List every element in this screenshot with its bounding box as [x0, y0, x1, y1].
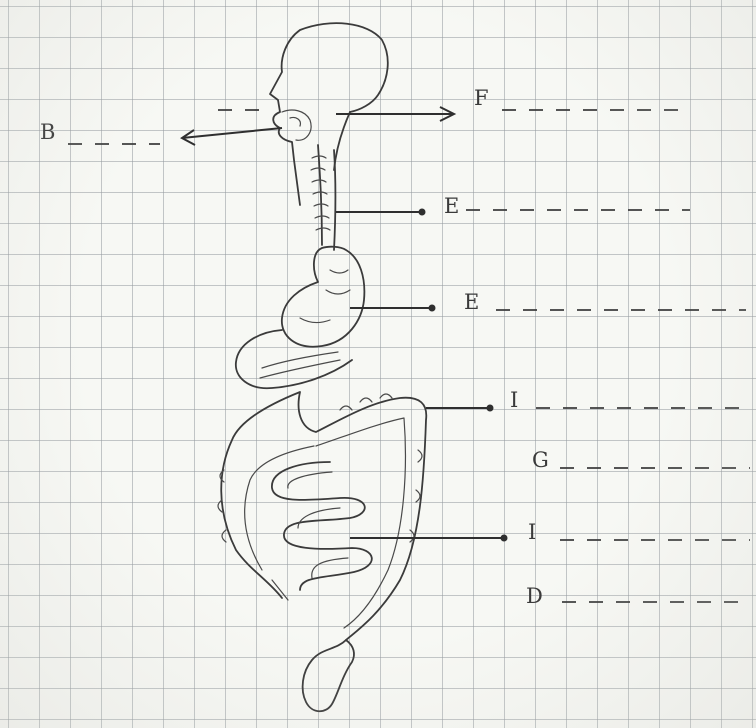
esophagus — [318, 145, 336, 250]
pointer-i2-dot — [501, 535, 508, 542]
oral-cavity — [282, 110, 311, 140]
label-i-upper: I — [510, 390, 518, 411]
label-e-lower: E — [464, 292, 479, 313]
pointer-e2-dot — [429, 305, 436, 312]
label-e-upper: E — [444, 196, 459, 217]
large-intestine-inner — [245, 418, 406, 628]
label-d: D — [526, 586, 543, 607]
small-intestine — [272, 462, 372, 590]
large-intestine — [221, 392, 426, 640]
jaw-outline — [334, 112, 350, 170]
pointer-i1-dot — [487, 405, 494, 412]
rectum — [303, 640, 354, 711]
label-i-lower: I — [528, 522, 536, 543]
stomach — [282, 247, 365, 347]
label-b: B — [40, 122, 55, 143]
small-intestine-inner — [288, 472, 348, 578]
pointer-e1-dot — [419, 209, 426, 216]
label-g: G — [532, 450, 549, 471]
pointer-b — [182, 128, 282, 138]
label-f: F — [474, 88, 489, 109]
stomach-folds — [300, 270, 350, 323]
